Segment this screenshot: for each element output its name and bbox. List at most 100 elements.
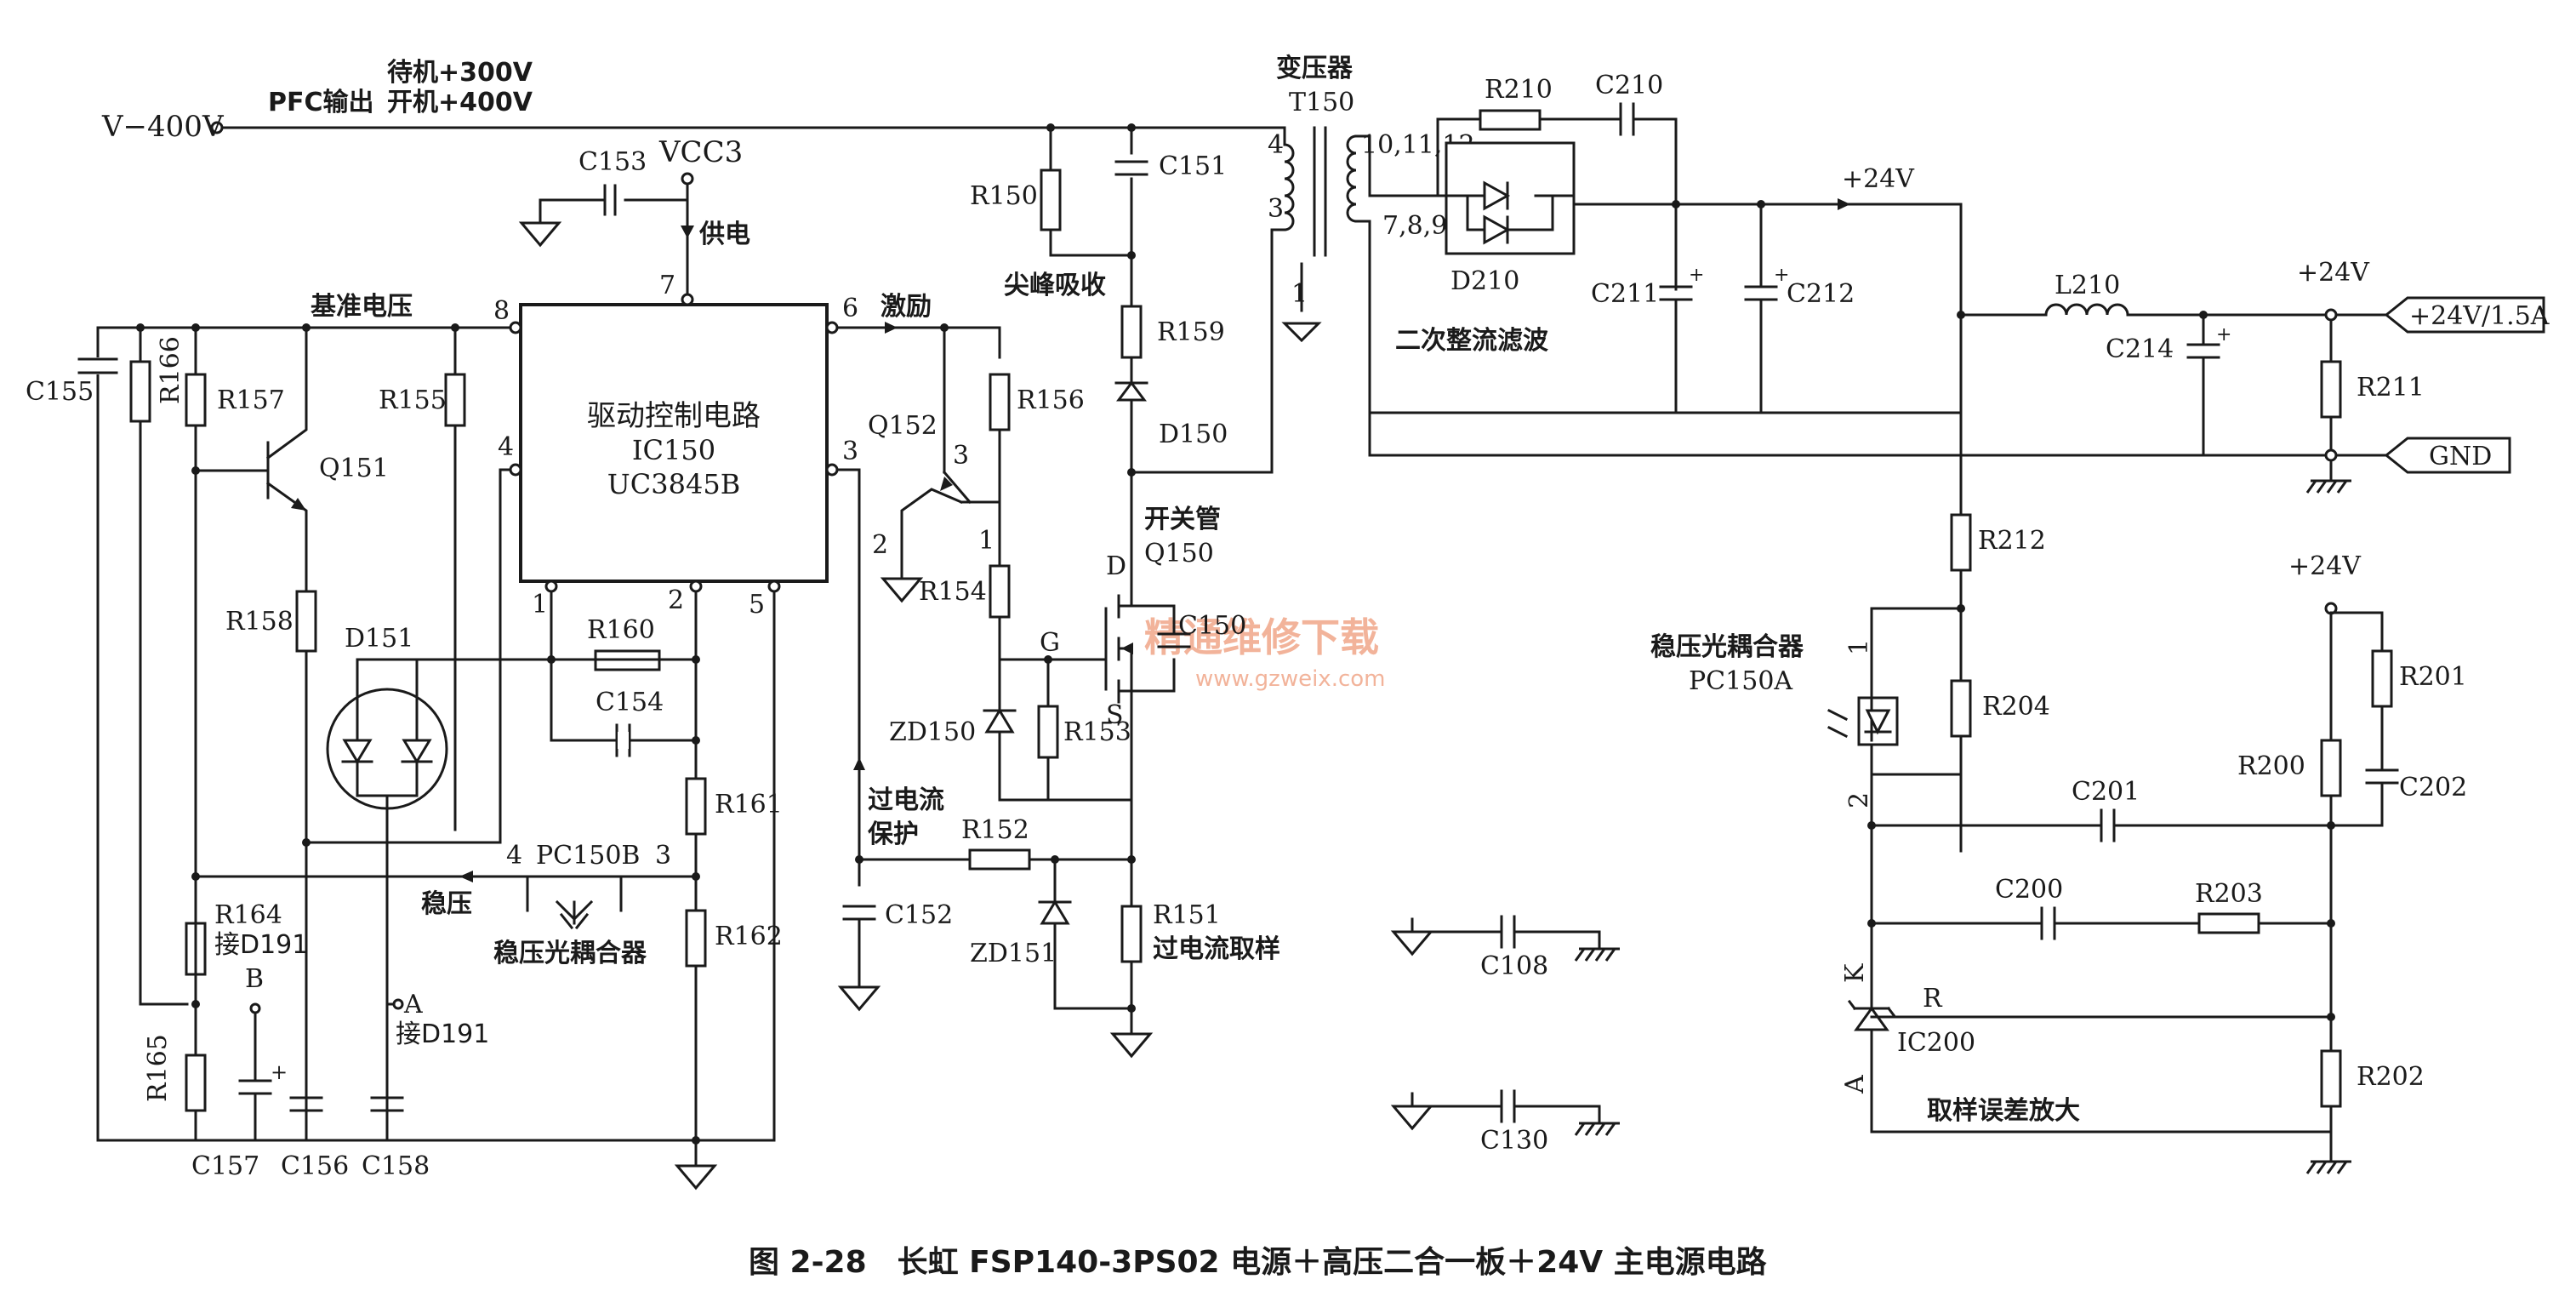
r210-resistor: [1479, 109, 1542, 131]
q150-label: Q150: [1144, 539, 1214, 568]
r202-resistor: [2320, 1049, 2342, 1108]
r151-resistor: [1120, 905, 1143, 963]
r203-label: R203: [2195, 879, 2263, 909]
ic150-ref: IC150: [632, 434, 715, 466]
ic-pin-7: 7: [659, 271, 675, 300]
pfc-output-note: PFC输出: [268, 88, 374, 117]
figure-caption: 图 2-28 长虹 FSP140-3PS02 电源＋高压二合一板＋24V 主电源…: [749, 1245, 1768, 1280]
r162-resistor: [685, 909, 707, 968]
switch-tube-note: 开关管: [1144, 505, 1221, 534]
d150-label: D150: [1159, 420, 1228, 449]
r150-label: R150: [970, 181, 1038, 211]
ic-pin-4: 4: [498, 432, 514, 462]
transformer-note: 变压器: [1276, 54, 1354, 83]
t150-label: T150: [1289, 88, 1354, 117]
ic-pin-5: 5: [749, 590, 765, 620]
pc150b-opto: [526, 875, 623, 930]
d151-dual-diode: [326, 658, 555, 1142]
r200-label: R200: [2237, 751, 2305, 781]
spike-absorb-note: 尖峰吸收: [1004, 271, 1106, 300]
t150-pin-4: 4: [1268, 130, 1284, 160]
ic150-title: 驱动控制电路: [587, 399, 761, 433]
svg-text:+: +: [1774, 265, 1789, 286]
svg-text:+: +: [271, 1060, 288, 1084]
r212-resistor: [1950, 513, 1972, 572]
watermark-text: 精通维修下载: [1144, 614, 1379, 660]
r159-label: R159: [1157, 317, 1225, 347]
c150-label: C150: [1178, 611, 1246, 641]
v24-net-label-1: +24V: [1842, 164, 1915, 194]
q150-drain-label: D: [1106, 551, 1126, 581]
v24-net-label-2: +24V: [2297, 258, 2370, 288]
q152-label: Q152: [868, 411, 938, 441]
r203-resistor: [2197, 912, 2260, 934]
pc150b-label: PC150B: [536, 841, 640, 871]
drive-note: 激励: [881, 292, 932, 322]
r200-resistor: [2320, 739, 2342, 797]
r158-label: R158: [225, 607, 294, 637]
q150-source-label: S: [1106, 700, 1124, 730]
r155-label: R155: [379, 385, 447, 415]
t150-pin-3: 3: [1268, 194, 1284, 224]
c211-label: C211: [1591, 279, 1659, 309]
r151-label: R151: [1153, 900, 1221, 930]
standby-voltage-note: 待机+300V: [387, 58, 533, 88]
c152-label: C152: [885, 900, 953, 930]
q152-transistor: [900, 323, 1001, 559]
r161-resistor: [685, 777, 707, 836]
ic200-pin-k: K: [1840, 963, 1870, 983]
r164-label: R164: [214, 900, 282, 930]
ic150-body: [519, 303, 829, 583]
pc150a-label: PC150A: [1689, 666, 1792, 696]
c153-label: C153: [578, 147, 647, 177]
r210-label: R210: [1485, 75, 1553, 105]
ic-pin-3: 3: [842, 437, 858, 466]
c201-label: C201: [2072, 777, 2140, 807]
r154-resistor: [989, 564, 1011, 619]
ocp-sample-note: 过电流取样: [1153, 934, 1280, 964]
ic200-pin-a: A: [1840, 1075, 1870, 1094]
stabilize-note: 稳压: [421, 889, 472, 919]
opto-b-pin-4: 4: [506, 841, 522, 871]
r165-label: R165: [143, 1034, 173, 1102]
r166-label: R166: [156, 336, 185, 404]
svg-text:+: +: [1689, 265, 1704, 286]
r204-label: R204: [1982, 692, 2050, 722]
rectify-note: 二次整流滤波: [1395, 326, 1549, 356]
power-supply-note: 供电: [698, 220, 750, 249]
gnd-connector-label: GND: [2429, 442, 2492, 471]
c210-label: C210: [1595, 71, 1663, 100]
svg-text:+: +: [2216, 324, 2231, 345]
to-d191-b: 接D191: [214, 930, 308, 960]
c214-label: C214: [2106, 334, 2174, 364]
error-amp-note: 取样误差放大: [1927, 1096, 2080, 1126]
r154-label: R154: [919, 577, 987, 607]
point-b-label: B: [245, 964, 264, 994]
c151-label: C151: [1159, 151, 1227, 181]
ic200-label: IC200: [1897, 1028, 1975, 1058]
c108-capacitor: [1392, 915, 1621, 962]
c200-label: C200: [1995, 875, 2063, 905]
r162-label: R162: [715, 922, 783, 951]
q152-pin-2: 2: [872, 530, 888, 560]
r161-label: R161: [715, 790, 783, 819]
opto-a-pin-1: 1: [1844, 639, 1874, 655]
r204-resistor: [1950, 679, 1972, 738]
c130-capacitor: [1392, 1089, 1621, 1137]
q152-pin-1: 1: [978, 526, 994, 556]
r153-label: R153: [1063, 717, 1131, 747]
opto-b-pin-3: 3: [655, 841, 671, 871]
ic200-pin-r: R: [1923, 984, 1943, 1014]
to-d191-a: 接D191: [396, 1019, 489, 1049]
reference-voltage-note: 基准电压: [311, 292, 413, 322]
l210-label: L210: [2055, 271, 2120, 300]
r166-resistor: [129, 360, 151, 423]
ic-pin-2: 2: [668, 585, 684, 615]
r158-resistor: [295, 590, 317, 653]
ocp-note-1: 过电流: [868, 785, 944, 815]
r157-label: R157: [217, 385, 285, 415]
q152-pin-3: 3: [953, 441, 969, 471]
r201-resistor: [2371, 649, 2393, 708]
c202-label: C202: [2399, 773, 2467, 802]
input-voltage-label: V−400V: [101, 110, 225, 144]
